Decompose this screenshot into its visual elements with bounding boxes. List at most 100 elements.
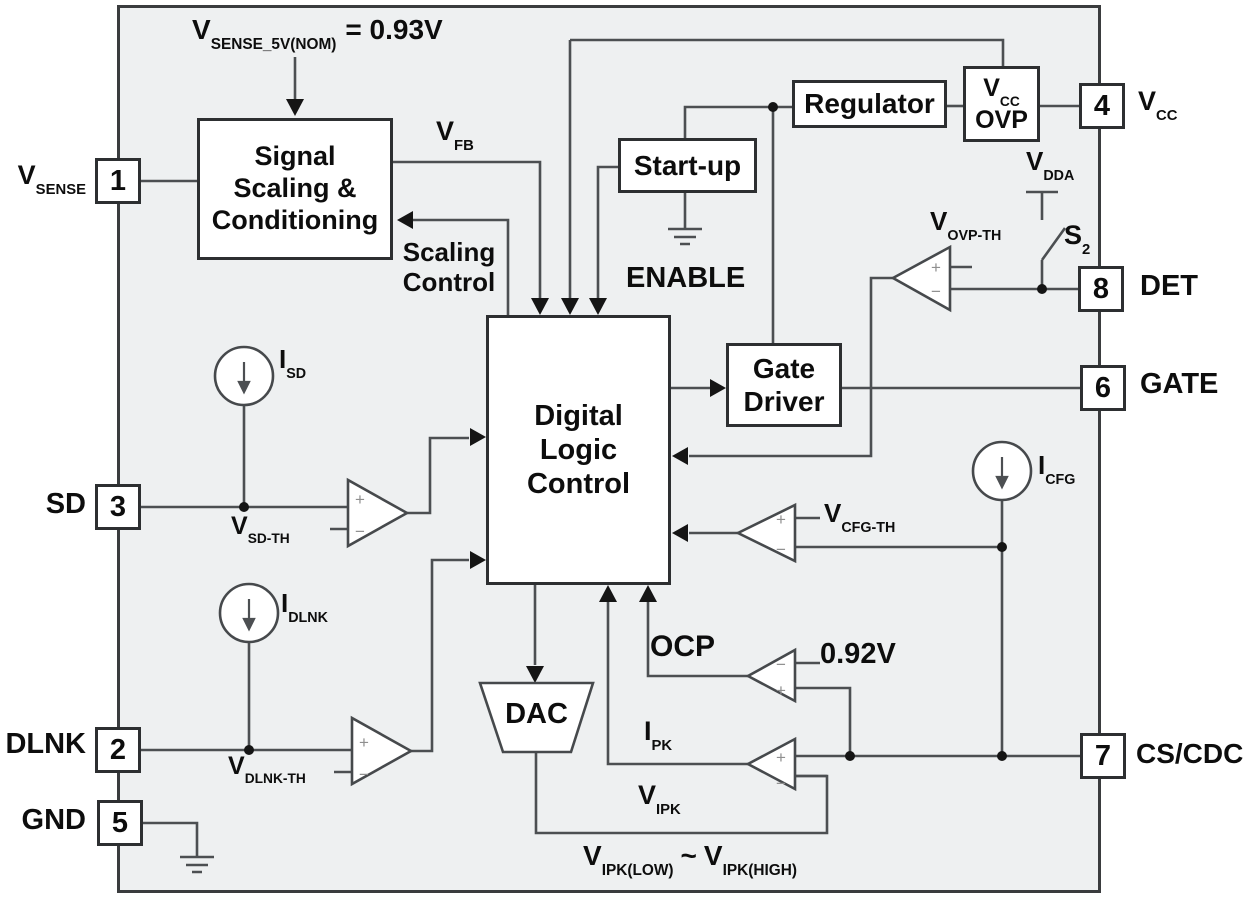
junction-det — [1037, 284, 1047, 294]
vcfg-th-label: VCFG-TH — [824, 498, 896, 536]
wire-ovp-inputs — [950, 265, 1078, 291]
scaling-control-label: Scaling Control — [402, 237, 496, 297]
junction-dlnk — [244, 745, 254, 755]
comparators — [346, 244, 952, 792]
junction-dots — [239, 102, 1047, 761]
vdda-switch-s2 — [1026, 190, 1067, 289]
signal-block-line3: Conditioning — [211, 204, 379, 235]
vsd-th-label: VSD-TH — [231, 512, 290, 547]
comparator-signs: + − + − + − + − − + + − — [355, 258, 941, 793]
arrow-right-dlnk — [470, 551, 486, 569]
vcc-ovp-line2: OVP — [975, 105, 1028, 134]
regulator-block: Regulator — [792, 80, 947, 128]
gnd-pin-ground-symbol — [141, 821, 214, 874]
startup-block-label: Start-up — [633, 149, 742, 181]
junction-regulator — [768, 102, 778, 112]
sd-comparator — [346, 477, 410, 549]
ovp-plus-sign: + — [931, 258, 941, 277]
ocp-comparator — [745, 647, 797, 704]
vdlnk-th-label: VDLNK-TH — [228, 752, 306, 787]
vcc-ovp-block: VCC OVP — [963, 66, 1040, 142]
pin-det-label: DET — [1140, 270, 1198, 302]
ocp-minus-sign: − — [776, 655, 786, 674]
dac-label: DAC — [505, 698, 568, 730]
junction-sd — [239, 502, 249, 512]
vovp-th-label: VOVP-TH — [930, 206, 1002, 244]
sd-minus-sign: − — [355, 522, 365, 541]
ocp-plus-sign: + — [776, 681, 786, 700]
pin-cscdc-label: CS/CDC — [1136, 738, 1244, 769]
arrow-up-ipk — [599, 585, 617, 602]
ocp-label: OCP — [650, 630, 716, 663]
isd-label: ISD — [279, 344, 307, 382]
ovp-minus-sign: − — [931, 282, 941, 301]
s2-switch-label: S2 — [1064, 220, 1091, 259]
signal-scaling-block: Signal Scaling & Conditioning — [197, 118, 393, 260]
pin-gnd-label: GND — [21, 804, 86, 836]
dlnk-comparator — [350, 715, 414, 787]
pin-6-box: 6 — [1080, 365, 1126, 411]
enable-label: ENABLE — [626, 262, 746, 294]
dlnk-minus-sign: − — [359, 765, 369, 784]
junction-icfg-cs — [997, 751, 1007, 761]
startup-block: Start-up — [618, 138, 757, 193]
gate-driver-block: Gate Driver — [726, 343, 842, 427]
pin-gate-label: GATE — [1140, 368, 1219, 400]
pin-7-box: 7 — [1080, 733, 1126, 779]
vsense-nom-label: VSENSE_5V(NOM)= 0.93V — [192, 14, 443, 54]
cfg-minus-sign: − — [776, 540, 786, 559]
idlnk-label: IDLNK — [281, 588, 328, 626]
arrow-left-cfg — [672, 524, 688, 542]
vcc-ovp-line1: VCC — [983, 74, 1020, 109]
arrowheads — [286, 99, 726, 683]
wire-top-feedback — [568, 38, 1005, 298]
arrow-left-scaling — [397, 211, 413, 229]
vipk-label: VIPK — [638, 780, 681, 819]
sd-plus-sign: + — [355, 490, 365, 509]
arrow-down-vsense-nom — [286, 99, 304, 116]
wire-startup-to-dlc — [596, 165, 618, 298]
current-source-arrows — [237, 362, 1009, 632]
arrow-left-ovp-feedback — [672, 447, 688, 465]
gate-driver-line2: Driver — [743, 386, 825, 417]
ipk-minus-sign: − — [776, 774, 786, 793]
pin-vsense-label: VSENSE — [17, 160, 86, 199]
arrow-down-enable — [589, 298, 607, 315]
pin-2-box: 2 — [95, 727, 141, 773]
dlc-line2: Logic — [539, 433, 618, 466]
signal-block-line2: Scaling & — [233, 173, 357, 204]
regulator-block-label: Regulator — [804, 88, 935, 120]
ipk-comparator — [745, 736, 797, 792]
pin-4-box: 4 — [1079, 83, 1125, 129]
wire-cfg-comparator — [689, 501, 1004, 756]
ipk-plus-sign: + — [776, 748, 786, 767]
dlc-line1: Digital — [534, 399, 623, 432]
pin-sd-label: SD — [45, 488, 86, 520]
startup-ground-symbol — [668, 193, 702, 246]
digital-logic-control-block: Digital Logic Control — [486, 315, 671, 585]
dlnk-plus-sign: + — [359, 733, 369, 752]
pin-5-box: 5 — [97, 800, 143, 846]
ovp-comparator — [890, 244, 952, 313]
signal-block-line1: Signal — [254, 141, 336, 172]
vfb-label: VFB — [436, 116, 474, 155]
vipk-range-label: VIPK(LOW)~VIPK(HIGH) — [583, 840, 797, 880]
wire-ocp-comparator — [646, 602, 852, 756]
dac-shape — [478, 681, 595, 754]
idlnk-arrow-head — [242, 617, 256, 632]
ipk-label: IPK — [644, 716, 673, 755]
icfg-label: ICFG — [1038, 450, 1076, 488]
junction-ocp-cs — [845, 751, 855, 761]
dlc-line3: Control — [526, 468, 631, 501]
isd-arrow-head — [237, 380, 251, 395]
wire-startup-supply — [683, 105, 792, 343]
arrow-up-ocp — [639, 585, 657, 602]
pin-vcc-label: VCC — [1138, 86, 1178, 125]
wire-ovp-feedback — [689, 276, 893, 458]
cfg-comparator — [735, 502, 797, 564]
icfg-arrow-head — [995, 475, 1009, 490]
wire-scaling-control — [413, 218, 510, 315]
wire-ipk-comparator — [606, 602, 1080, 778]
arrow-down-feedback — [561, 298, 579, 315]
